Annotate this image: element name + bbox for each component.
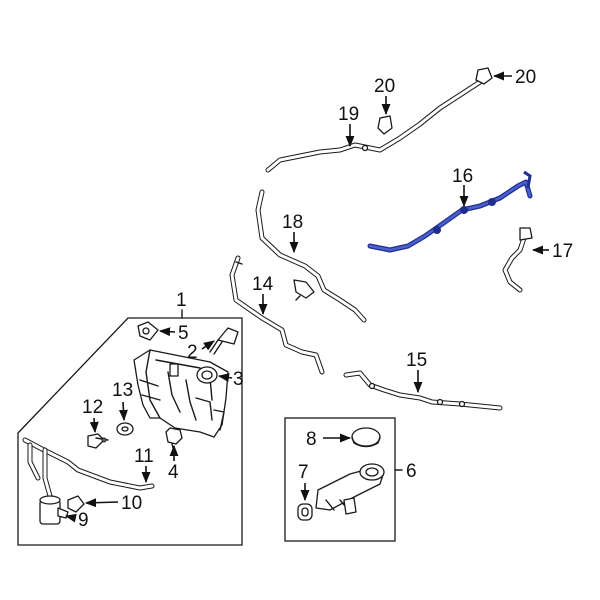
clip-part-20-upper[interactable] [475, 67, 493, 85]
seal-washer[interactable] [116, 422, 134, 436]
assembly-border [17, 317, 243, 546]
cap-group-border [284, 417, 396, 542]
seal-ring-part-7[interactable] [297, 503, 313, 521]
washer-hose-part-18[interactable] [255, 189, 367, 323]
callout-13: 13 [112, 380, 133, 401]
callout-20-upper: 20 [515, 67, 536, 88]
callout-7: 7 [298, 462, 309, 483]
callout-3: 3 [233, 369, 244, 390]
washer-hose-part-16-highlighted[interactable] [367, 170, 533, 253]
callout-20-lower: 20 [374, 76, 395, 97]
fill-neck-part-3[interactable] [196, 366, 218, 384]
fill-cap-part-8[interactable] [351, 427, 381, 448]
washer-reservoir-tank[interactable] [133, 349, 229, 438]
washer-hose-part-19[interactable] [265, 79, 483, 173]
callout-15: 15 [406, 350, 427, 371]
filler-neck-part-6[interactable] [315, 463, 385, 515]
cap-assembly-group [284, 417, 403, 542]
callout-labels: 1 5 2 3 13 12 4 11 10 9 8 7 6 14 15 16 1… [78, 67, 573, 531]
washer-pump-part-9[interactable] [39, 495, 69, 525]
callout-11: 11 [134, 446, 154, 467]
callout-4: 4 [168, 462, 179, 483]
reservoir-assembly-group [17, 309, 243, 546]
callout-9: 9 [78, 510, 89, 531]
callout-14: 14 [252, 274, 274, 295]
callout-arrows [64, 71, 549, 523]
connector-part-10[interactable] [67, 495, 85, 513]
callout-12: 12 [82, 397, 103, 418]
callout-5: 5 [178, 323, 189, 344]
washer-hose-part-14[interactable] [229, 255, 325, 375]
callout-18: 18 [282, 212, 303, 233]
reservoir-hose[interactable] [22, 437, 155, 499]
level-sensor-part-12[interactable] [87, 433, 109, 449]
bolt-part-2[interactable] [209, 327, 239, 355]
callout-8: 8 [306, 429, 317, 450]
callout-16: 16 [452, 166, 473, 187]
washer-hose-part-17[interactable] [502, 227, 533, 293]
callout-19: 19 [338, 104, 359, 125]
washer-hose-part-15[interactable] [343, 370, 503, 411]
clip-part-20-lower[interactable] [377, 115, 393, 135]
callout-1: 1 [176, 290, 187, 311]
fitting-part-5[interactable] [137, 321, 159, 341]
callout-17: 17 [552, 241, 573, 262]
callout-2: 2 [187, 342, 198, 363]
callout-6: 6 [406, 461, 417, 482]
callout-10: 10 [121, 493, 142, 514]
